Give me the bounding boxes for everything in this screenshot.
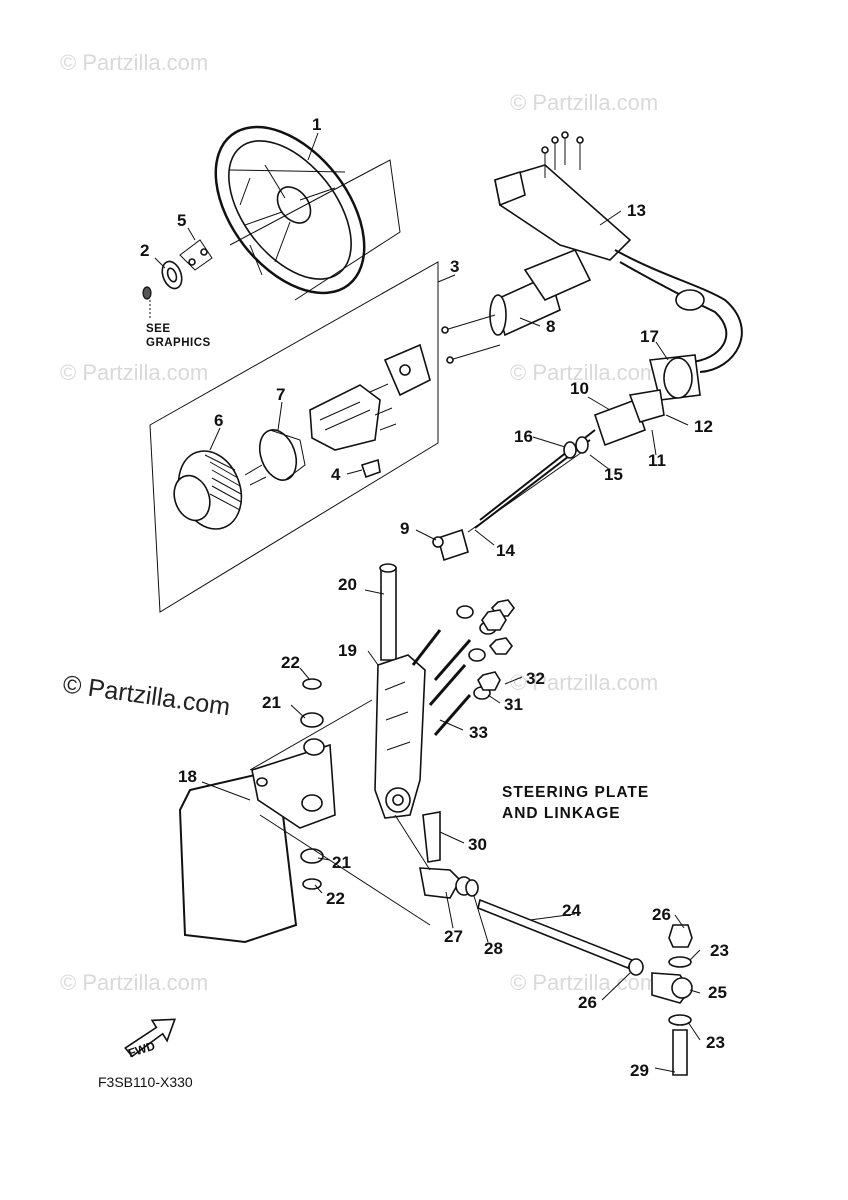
callout-19: 19 bbox=[338, 641, 357, 660]
callout-33: 33 bbox=[469, 723, 488, 742]
callout-29: 29 bbox=[630, 1061, 649, 1080]
callout-21a: 21 bbox=[262, 693, 281, 712]
callout-17: 17 bbox=[640, 327, 659, 346]
callout-8: 8 bbox=[546, 317, 555, 336]
callout-1: 1 bbox=[312, 115, 321, 134]
nuts-and-washers bbox=[456, 599, 515, 700]
watermark-faint: © Partzilla.com bbox=[60, 970, 208, 995]
note-line-2: GRAPHICS bbox=[146, 337, 211, 349]
steering-pod bbox=[494, 131, 632, 261]
callout-20: 20 bbox=[338, 575, 357, 594]
callout-5: 5 bbox=[177, 211, 186, 230]
cable-harness bbox=[432, 249, 743, 562]
title-line-1: STEERING PLATE bbox=[502, 784, 649, 801]
steering-arm bbox=[374, 654, 426, 819]
callout-30: 30 bbox=[468, 835, 487, 854]
tie-rod-joint bbox=[419, 811, 479, 899]
callout-13: 13 bbox=[627, 201, 646, 220]
studs bbox=[411, 629, 472, 736]
diagram-title: STEERING PLATE AND LINKAGE bbox=[502, 784, 649, 822]
callout-7: 7 bbox=[276, 385, 285, 404]
callout-3: 3 bbox=[450, 257, 459, 276]
callout-22a: 22 bbox=[281, 653, 300, 672]
callout-32: 32 bbox=[526, 669, 545, 688]
callout-6: 6 bbox=[214, 411, 223, 430]
callout-2: 2 bbox=[140, 241, 149, 260]
callout-14: 14 bbox=[496, 541, 515, 560]
watermark-faint: © Partzilla.com bbox=[510, 360, 658, 385]
callout-11: 11 bbox=[648, 451, 666, 470]
callout-22b: 22 bbox=[326, 889, 345, 908]
callout-27: 27 bbox=[444, 927, 463, 946]
watermark-faint: © Partzilla.com bbox=[510, 90, 658, 115]
fwd-label: FWD bbox=[126, 1039, 157, 1061]
callout-16: 16 bbox=[514, 427, 533, 446]
callout-9: 9 bbox=[400, 519, 409, 538]
callout-24: 24 bbox=[562, 901, 581, 920]
callout-31: 31 bbox=[504, 695, 523, 714]
watermark-faint: © Partzilla.com bbox=[510, 670, 658, 695]
column-tube bbox=[441, 248, 592, 364]
callout-25: 25 bbox=[708, 983, 727, 1002]
watermark-faint: © Partzilla.com bbox=[60, 50, 208, 75]
steering-shaft bbox=[379, 563, 397, 661]
callout-26b: 26 bbox=[578, 993, 597, 1012]
callout-26a: 26 bbox=[652, 905, 671, 924]
callout-4: 4 bbox=[331, 465, 341, 484]
watermark-faint: © Partzilla.com bbox=[60, 360, 208, 385]
watermark-main: © Partzilla.com bbox=[61, 670, 232, 721]
steering-plate bbox=[178, 738, 336, 944]
wheel-nut-and-hub bbox=[142, 239, 213, 300]
callout-18: 18 bbox=[178, 767, 197, 786]
steering-wheel bbox=[214, 125, 366, 295]
diagram-code: F3SB110-X330 bbox=[98, 1074, 193, 1090]
callout-10: 10 bbox=[570, 379, 589, 398]
callout-15: 15 bbox=[604, 465, 623, 484]
tie-rod bbox=[477, 898, 644, 976]
callout-12: 12 bbox=[694, 417, 713, 436]
exploded-view-frame bbox=[149, 261, 439, 613]
callout-23b: 23 bbox=[706, 1033, 725, 1052]
fwd-arrow-icon: FWD bbox=[124, 1018, 176, 1061]
callout-23a: 23 bbox=[710, 941, 729, 960]
callout-labels: 1 2 3 4 5 6 7 8 9 10 11 12 13 14 15 16 1… bbox=[140, 115, 729, 1080]
callout-21b: 21 bbox=[332, 853, 351, 872]
steering-column-assembly bbox=[173, 343, 431, 530]
see-graphics-note: SEE GRAPHICS bbox=[146, 300, 211, 349]
note-line-1: SEE bbox=[146, 323, 171, 335]
title-line-2: AND LINKAGE bbox=[502, 805, 621, 822]
rod-end-joint bbox=[651, 924, 693, 1076]
callout-28: 28 bbox=[484, 939, 503, 958]
